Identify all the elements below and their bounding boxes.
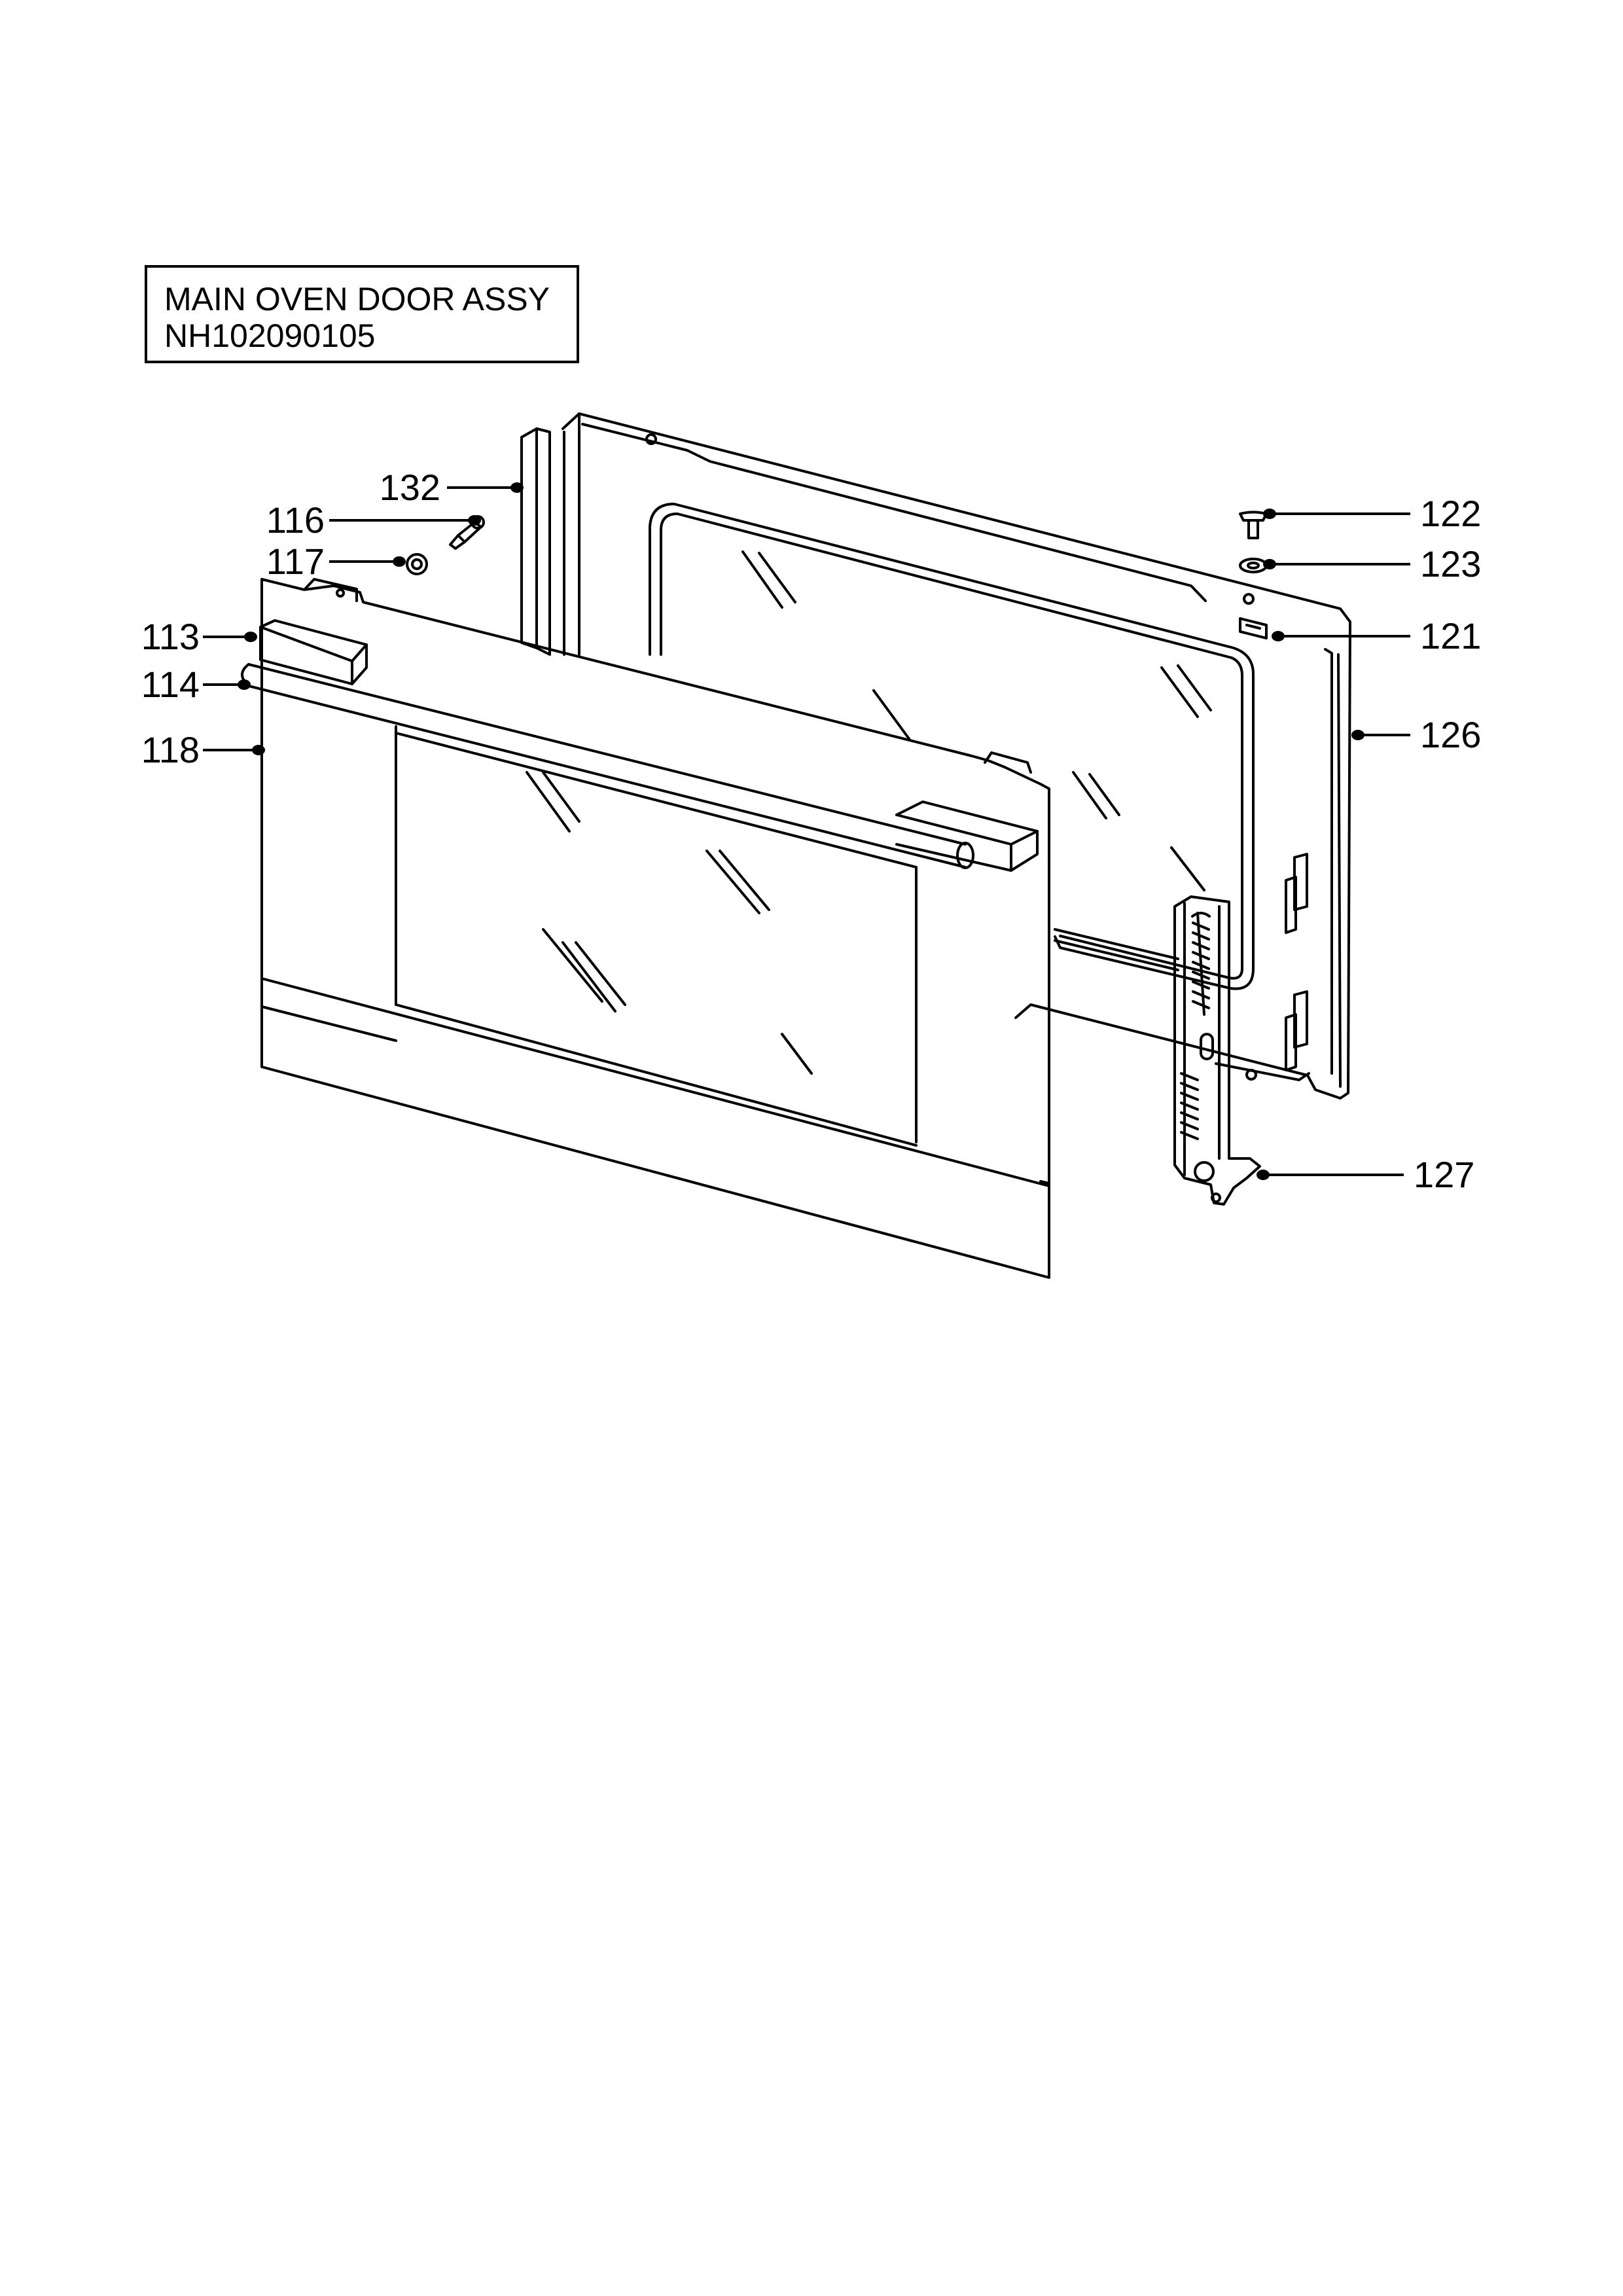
callout-114: 114 — [141, 664, 200, 705]
latch-121 — [1239, 617, 1268, 639]
nut-117 — [406, 553, 428, 575]
callout-116: 116 — [266, 499, 325, 541]
callout-113: 113 — [141, 616, 200, 657]
title-box: MAIN OVEN DOOR ASSY NH102090105 — [145, 265, 579, 363]
outer-door-glass — [260, 578, 1050, 1279]
callout-132: 132 — [379, 467, 440, 508]
callout-123: 123 — [1420, 543, 1482, 584]
door-handle-bar — [241, 663, 974, 869]
handle-bracket-left — [259, 619, 368, 685]
callout-117: 117 — [266, 541, 325, 582]
handle-bracket-right — [895, 800, 1039, 872]
callout-122: 122 — [1420, 493, 1482, 534]
part-number: NH102090105 — [164, 317, 376, 354]
screw-122 — [1239, 511, 1268, 539]
washer-123 — [1239, 558, 1268, 573]
callout-121: 121 — [1420, 615, 1482, 656]
callout-118: 118 — [141, 729, 200, 770]
leader-dots — [238, 482, 1364, 1180]
callout-126: 126 — [1420, 714, 1482, 755]
diagram-title: MAIN OVEN DOOR ASSY — [164, 281, 550, 317]
callout-127: 127 — [1414, 1154, 1475, 1195]
side-trim-strip — [520, 427, 551, 656]
leader-lines — [203, 486, 1410, 1176]
inner-door-panel — [562, 412, 1351, 1100]
door-hinge — [1173, 895, 1261, 1206]
